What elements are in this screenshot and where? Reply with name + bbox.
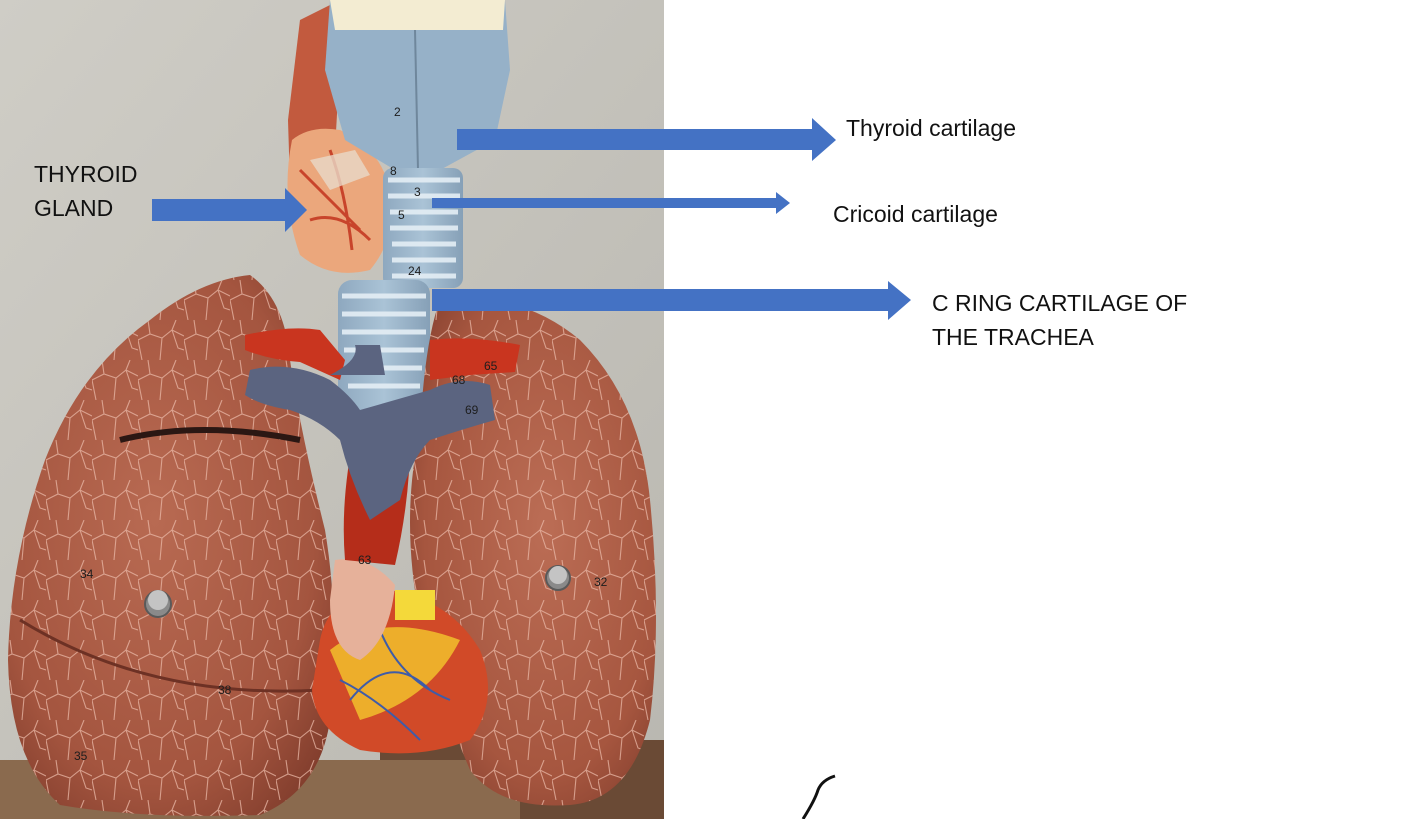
label-thyroid-gland: THYROID GLAND bbox=[34, 157, 138, 225]
label-c-ring-cartilage: C RING CARTILAGE OF THE TRACHEA bbox=[932, 286, 1187, 354]
label-thyroid-cartilage: Thyroid cartilage bbox=[846, 115, 1017, 141]
label-c-ring-line-1: C RING CARTILAGE OF bbox=[932, 290, 1188, 316]
label-c-ring-line-2: THE TRACHEA bbox=[932, 324, 1094, 350]
lung-model-illustration bbox=[0, 0, 664, 819]
label-thyroid-gland-line-2: GLAND bbox=[34, 195, 114, 221]
lung-model-photo bbox=[0, 0, 664, 819]
pen-stroke bbox=[801, 774, 836, 819]
label-thyroid-gland-line-1: THYROID bbox=[34, 161, 138, 187]
label-cricoid-cartilage: Cricoid cartilage bbox=[833, 201, 998, 227]
